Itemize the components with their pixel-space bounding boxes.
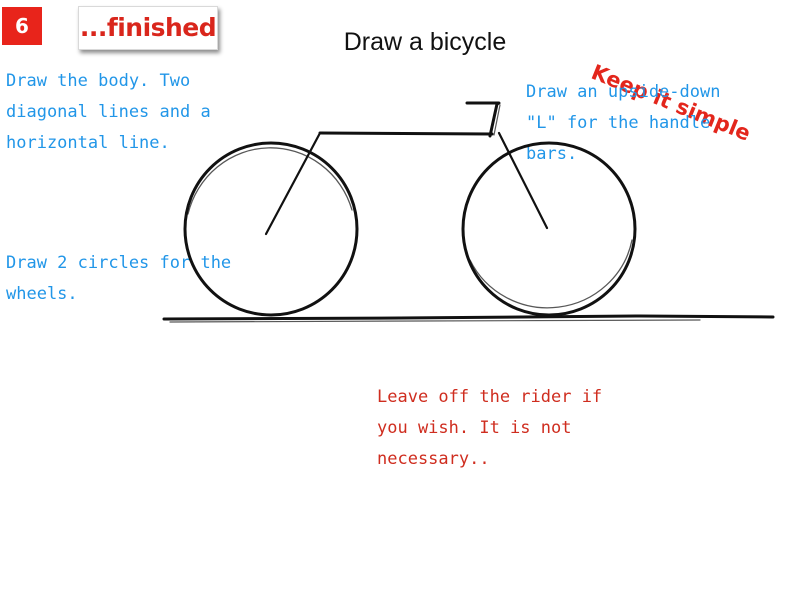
note-rider: Leave off the rider if you wish. It is n… [377, 387, 603, 469]
finished-tag: ...finished [78, 6, 218, 50]
frame-front-diagonal [497, 131, 549, 230]
ground-line-texture [169, 319, 701, 323]
ground-line [162, 314, 775, 321]
frame-rear-diagonal [264, 131, 322, 236]
rear-wheel-retrace [187, 147, 353, 215]
note-handle-bars: Draw an upside-down "L" for the handle b… [526, 82, 721, 164]
frame-top-bar [318, 131, 494, 136]
step-number-badge: 6 [2, 7, 42, 45]
front-wheel [461, 141, 637, 317]
handle-bars [465, 101, 501, 138]
front-wheel-retrace [469, 239, 633, 309]
note-wheels: Draw 2 circles for the wheels. [6, 253, 232, 304]
handle-bars-retrace [493, 104, 501, 136]
note-draw-body: Draw the body. Two diagonal lines and a … [6, 71, 211, 153]
page-title: Draw a bicycle [343, 28, 507, 56]
rear-wheel [183, 141, 359, 317]
